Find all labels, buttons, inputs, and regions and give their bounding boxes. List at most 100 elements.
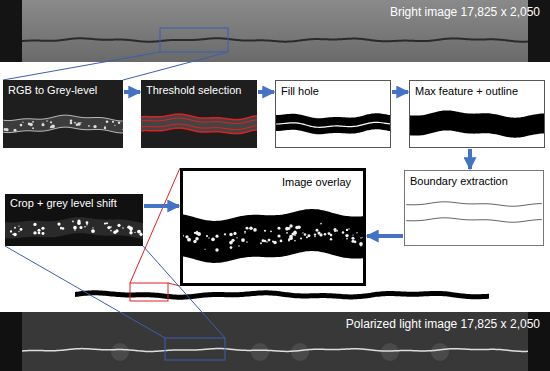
bright-speckle <box>77 219 80 222</box>
panel-label: Boundary extraction <box>410 175 538 188</box>
crop-image-ground <box>5 194 143 246</box>
bright-speckle <box>130 228 133 231</box>
bright-speckle <box>106 222 108 224</box>
bright-speckle <box>238 245 239 246</box>
bright-speckle <box>354 240 357 243</box>
bright-speckle <box>41 123 44 126</box>
bright-speckle <box>293 231 296 234</box>
feature-panel: Max feature + outline <box>409 80 545 148</box>
polarized-image-strip: Polarized light image 17,825 x 2,050 <box>0 312 550 371</box>
bright-speckle <box>110 230 112 232</box>
bright-speckle <box>314 233 316 235</box>
fiber-band <box>141 114 257 134</box>
fiber-edge <box>141 118 257 124</box>
panel-label: Crop + grey level shift <box>10 197 138 210</box>
bright-speckle <box>295 226 299 230</box>
bright-speckle <box>70 120 73 123</box>
bright-speckle <box>289 224 292 227</box>
fiber-edge <box>141 128 257 134</box>
bright-speckle <box>277 234 280 237</box>
bright-speckle <box>306 236 308 238</box>
bright-speckle <box>314 236 316 238</box>
bright-speckle <box>320 223 322 225</box>
fiber-band <box>3 115 123 133</box>
glow-blob <box>111 343 129 361</box>
bright-speckle <box>18 231 19 232</box>
bright-speckle <box>42 232 45 235</box>
crop-panel: Crop + grey level shift <box>5 194 143 246</box>
bright-speckle <box>352 234 353 235</box>
bright-speckle <box>346 229 348 231</box>
bright-speckle <box>215 235 218 238</box>
bright-speckle <box>211 238 215 242</box>
bright-speckle <box>317 232 320 235</box>
bright-speckle <box>117 224 120 227</box>
bright-speckle <box>60 228 62 230</box>
panel-label: RGB to Grey-level <box>8 84 118 97</box>
bright-speckle <box>33 231 36 234</box>
leader-line <box>143 246 225 338</box>
bright-speckle <box>80 122 81 123</box>
bright-speckle <box>84 226 86 228</box>
bright-speckle <box>294 240 296 242</box>
panel-label: Bright image 17,825 x 2,050 <box>10 5 540 19</box>
bright-speckle <box>88 125 90 127</box>
fill-panel: Fill hole <box>275 80 391 148</box>
threshold-panel: Threshold selection <box>141 80 257 148</box>
bright-speckle <box>229 233 233 237</box>
fiber-band <box>183 209 363 263</box>
grey-image-ground <box>3 80 123 148</box>
fiber-edge <box>406 202 542 206</box>
bright-speckle <box>37 229 40 232</box>
fiber-band <box>75 290 489 299</box>
bright-speckle <box>32 127 34 129</box>
bright-speckle <box>20 124 23 127</box>
bright-speckle <box>241 238 245 242</box>
bright-speckle <box>204 249 205 250</box>
bright-speckle <box>356 232 357 233</box>
bright-speckle <box>346 229 348 231</box>
bright-speckle <box>229 241 233 245</box>
bright-speckle <box>115 229 118 232</box>
glow-blob <box>291 343 309 361</box>
fiber-line <box>22 349 528 352</box>
flow-arrow <box>367 234 403 238</box>
fiber-edge <box>3 127 123 133</box>
bright-speckle <box>345 234 348 237</box>
bright-speckle <box>86 221 89 224</box>
bright-speckle <box>79 226 82 229</box>
bright-speckle <box>57 223 60 226</box>
bright-speckle <box>122 227 123 228</box>
bright-speckle <box>215 248 218 251</box>
leader-line <box>3 52 160 80</box>
feature-image-ground <box>409 80 545 148</box>
bright-speckle <box>346 238 348 240</box>
fiber-edge <box>3 115 123 121</box>
bright-speckle <box>224 233 226 235</box>
bright-speckle <box>13 129 16 132</box>
grey-panel: RGB to Grey-level <box>3 80 123 148</box>
fiber-edge <box>406 218 542 222</box>
bright-speckle <box>308 234 311 237</box>
bright-speckle <box>20 228 23 231</box>
bright-speckle <box>134 232 135 233</box>
bright-speckle <box>137 230 141 234</box>
panel-label: Polarized light image 17,825 x 2,050 <box>10 317 540 331</box>
bright-speckle <box>360 237 362 239</box>
bright-speckle <box>268 239 271 242</box>
bright-speckle <box>74 122 76 124</box>
bright-speckle <box>270 230 272 232</box>
flow-arrow <box>124 90 140 94</box>
image-dark-end <box>0 0 22 62</box>
bright-speckle <box>286 232 288 234</box>
overlay-image-ground <box>180 168 366 286</box>
bright-speckle <box>91 229 95 233</box>
bright-speckle <box>244 232 245 233</box>
bright-speckle <box>230 246 233 249</box>
glow-blob <box>251 343 269 361</box>
bright-speckle <box>46 120 48 122</box>
bright-speckle <box>77 122 81 126</box>
bright-speckle <box>112 121 114 123</box>
bright-speckle <box>208 237 209 238</box>
